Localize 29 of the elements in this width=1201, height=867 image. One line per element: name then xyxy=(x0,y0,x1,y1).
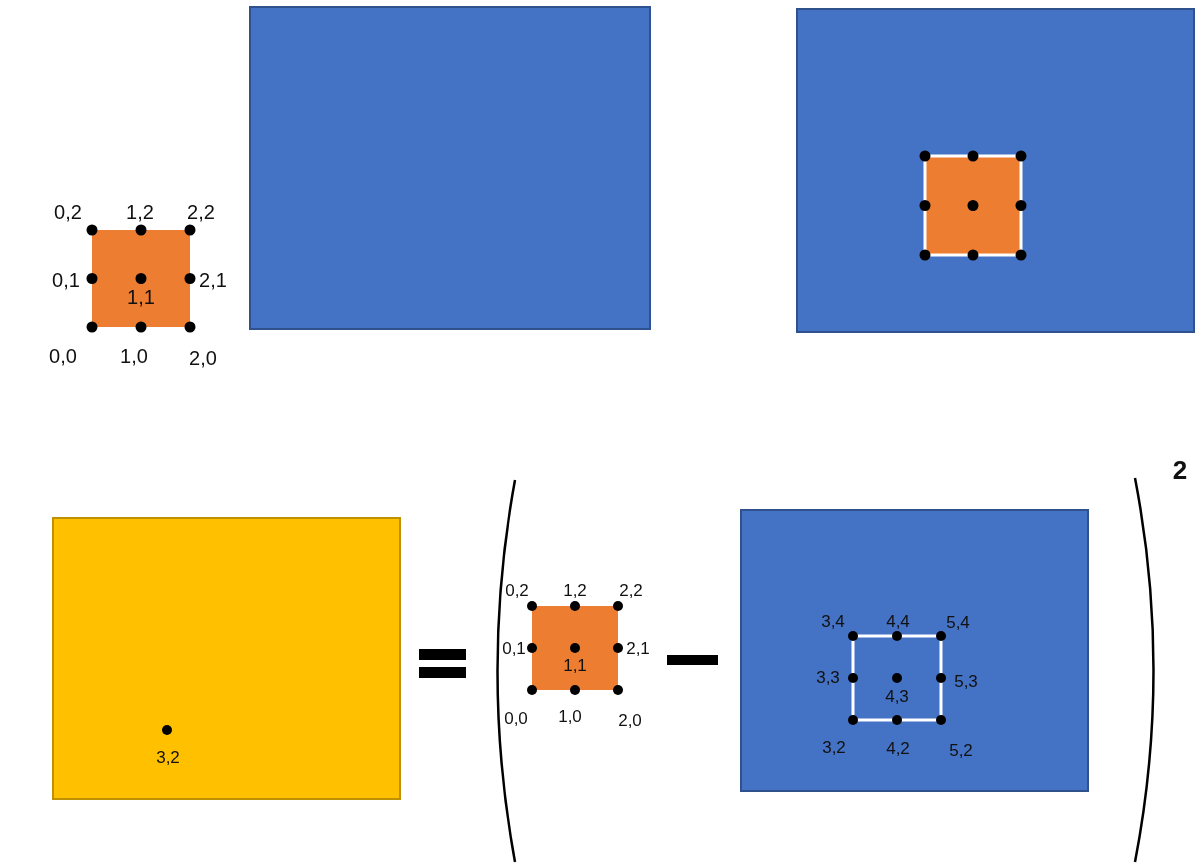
coordinate-label: 3,2 xyxy=(156,748,180,766)
coordinate-label: 0,0 xyxy=(49,346,77,366)
coordinate-label: 1,2 xyxy=(126,202,154,222)
coordinate-label: 0,1 xyxy=(52,270,80,290)
coordinate-label: 0,1 xyxy=(502,639,526,657)
coordinate-label: 3,3 xyxy=(816,668,840,686)
coordinate-label: 4,3 xyxy=(885,687,909,705)
coordinate-label: 0,2 xyxy=(505,581,529,599)
coordinate-label: 0,0 xyxy=(504,709,528,727)
coordinate-label: 5,3 xyxy=(954,672,978,690)
coordinate-label: 4,4 xyxy=(886,612,910,630)
exponent-label: 2 xyxy=(1172,457,1188,483)
coordinate-label: 4,2 xyxy=(886,739,910,757)
coordinate-label: 2,2 xyxy=(619,581,643,599)
coordinate-label: 3,2 xyxy=(822,738,846,756)
coordinate-label: 5,4 xyxy=(946,613,970,631)
coordinate-label: 2,0 xyxy=(189,348,217,368)
coordinate-label: 1,0 xyxy=(558,707,582,725)
coordinate-label: 0,2 xyxy=(54,202,82,222)
coordinate-label: 1,1 xyxy=(127,287,155,307)
coordinate-label: 2,1 xyxy=(199,270,227,290)
coordinate-label: 3,4 xyxy=(821,612,845,630)
coordinate-label: 2,0 xyxy=(618,711,642,729)
coordinate-label: 2,2 xyxy=(187,202,215,222)
coordinate-label: 1,1 xyxy=(563,656,587,674)
coordinate-label: 5,2 xyxy=(949,741,973,759)
coordinate-label: 2,1 xyxy=(626,639,650,657)
coordinate-label: 1,0 xyxy=(120,346,148,366)
coordinate-label: 1,2 xyxy=(563,581,587,599)
